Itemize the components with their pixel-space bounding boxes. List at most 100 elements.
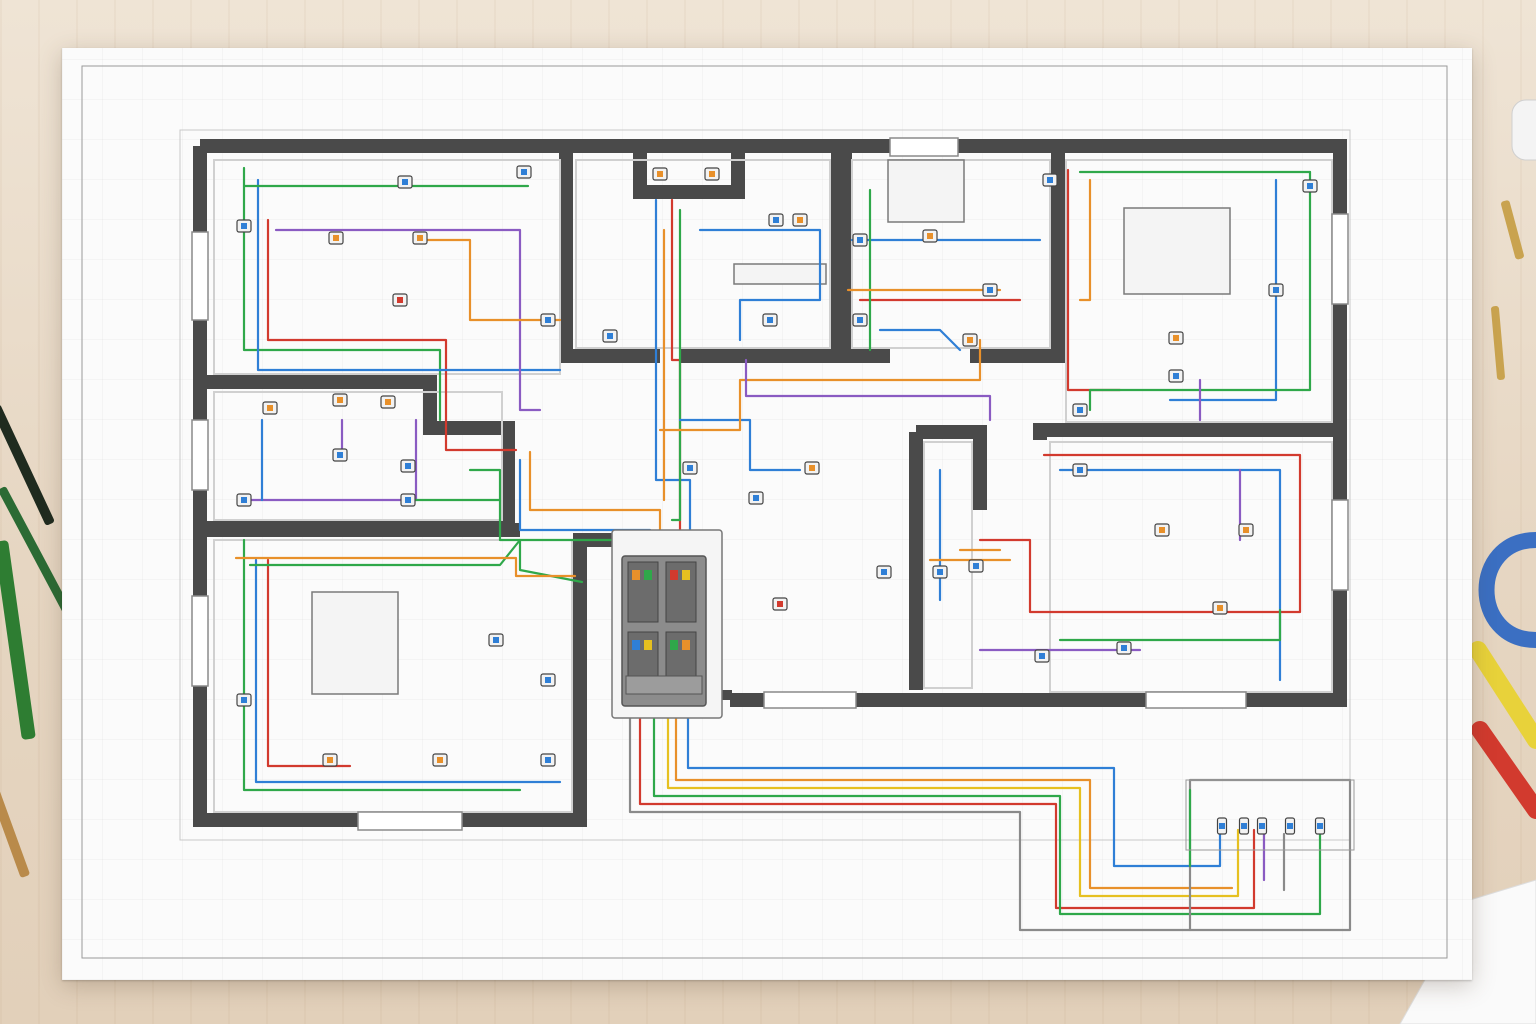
switch-icon (652, 167, 668, 181)
outlet-icon (768, 213, 784, 227)
terminal-block-icon (1185, 779, 1355, 851)
outlet-icon (1072, 403, 1088, 417)
mug-icon (1511, 99, 1536, 161)
wall-room-3-right (970, 150, 1065, 363)
outlet-icon (488, 633, 504, 647)
window-right-1 (1331, 213, 1349, 305)
switch-icon (804, 461, 820, 475)
wall-left-middle-room (206, 375, 515, 535)
wall-inner-room-top (916, 425, 987, 510)
terminal-block-icon (1284, 817, 1296, 835)
cable-icon (1469, 532, 1536, 819)
switch-icon (412, 231, 428, 245)
outlet-icon (1116, 641, 1132, 655)
outlet-icon (1168, 369, 1184, 383)
wire-red (1066, 168, 1122, 392)
switch-icon (262, 401, 278, 415)
windows (191, 137, 1349, 831)
wire-green (242, 166, 442, 422)
devices (236, 165, 1326, 835)
switch-icon (704, 167, 720, 181)
wire-orange (418, 238, 562, 322)
outlet-icon (236, 493, 252, 507)
switch-icon (432, 753, 448, 767)
appliance-box-left (311, 591, 399, 695)
outlet-icon (397, 175, 413, 189)
outlet-icon (332, 448, 348, 462)
wiring (234, 166, 1352, 932)
window-left-2 (191, 419, 209, 491)
wire-yellow (666, 704, 1240, 898)
window-bottom-right-1 (763, 691, 857, 709)
switch-icon (332, 393, 348, 407)
wire-red (638, 704, 1256, 910)
wire-blue (256, 178, 562, 372)
terminal-block-icon (1238, 817, 1250, 835)
window-bottom-left (357, 811, 463, 831)
wire-red (266, 218, 518, 452)
wire-green (242, 538, 522, 792)
outlet-icon (400, 493, 416, 507)
outlet-icon (1034, 649, 1050, 663)
outlet-icon (932, 565, 948, 579)
wire-orange (658, 338, 982, 432)
outlet-icon (1042, 173, 1058, 187)
breaker-panel-icon (611, 529, 723, 719)
wire-red (978, 453, 1302, 614)
outlet-icon (682, 461, 698, 475)
counter-room-2 (733, 263, 827, 285)
outlet-icon (516, 165, 532, 179)
window-top (889, 137, 959, 157)
window-left-1 (191, 231, 209, 321)
outlet-icon (236, 693, 252, 707)
switch-icon (1168, 331, 1184, 345)
terminal-block-icon (1216, 817, 1228, 835)
outlet-icon (762, 313, 778, 327)
wire-red (266, 558, 352, 768)
wire-green (670, 208, 682, 522)
window-right-2 (1331, 499, 1349, 591)
terminal-block-icon (1314, 817, 1326, 835)
outlet-icon (852, 233, 868, 247)
wire-blue (678, 418, 802, 472)
window-left-3 (191, 595, 209, 687)
appliance-box-top (887, 159, 965, 223)
terminal-block-icon (1256, 817, 1268, 835)
outlet-icon (748, 491, 764, 505)
wire-orange (1078, 178, 1092, 302)
outlet-icon (236, 219, 252, 233)
wire-blue (878, 328, 962, 352)
switch-icon (792, 213, 808, 227)
switch-icon (380, 395, 396, 409)
wire-blue (1058, 468, 1282, 682)
outlet-icon (540, 753, 556, 767)
wire-blue (254, 558, 562, 784)
wire-green (652, 704, 1322, 916)
outlet-icon (982, 283, 998, 297)
outlet-icon (540, 313, 556, 327)
outlet-icon (540, 673, 556, 687)
outlet-icon (1268, 283, 1284, 297)
outlet-icon (1302, 179, 1318, 193)
wire-gray (628, 716, 1192, 932)
wire-blue (1168, 178, 1278, 402)
wall-room-2-bottom (680, 150, 845, 363)
wire-orange (674, 704, 1234, 890)
window-bottom-right-2 (1145, 691, 1247, 709)
switch-icon (328, 231, 344, 245)
outlet-icon (400, 459, 416, 473)
wire-blue (654, 198, 692, 562)
outlet-icon (602, 329, 618, 343)
switch-icon (922, 229, 938, 243)
wire-orange (234, 556, 577, 578)
switch-icon (322, 753, 338, 767)
appliances (311, 159, 1231, 695)
switch-icon (1212, 601, 1228, 615)
switch-icon (1238, 523, 1254, 537)
outlet-icon (1072, 463, 1088, 477)
wall-closet-top (633, 150, 745, 199)
wire-green (1058, 608, 1282, 642)
wire-blue (698, 228, 822, 342)
outlet-icon (852, 313, 868, 327)
outlet-icon (968, 559, 984, 573)
